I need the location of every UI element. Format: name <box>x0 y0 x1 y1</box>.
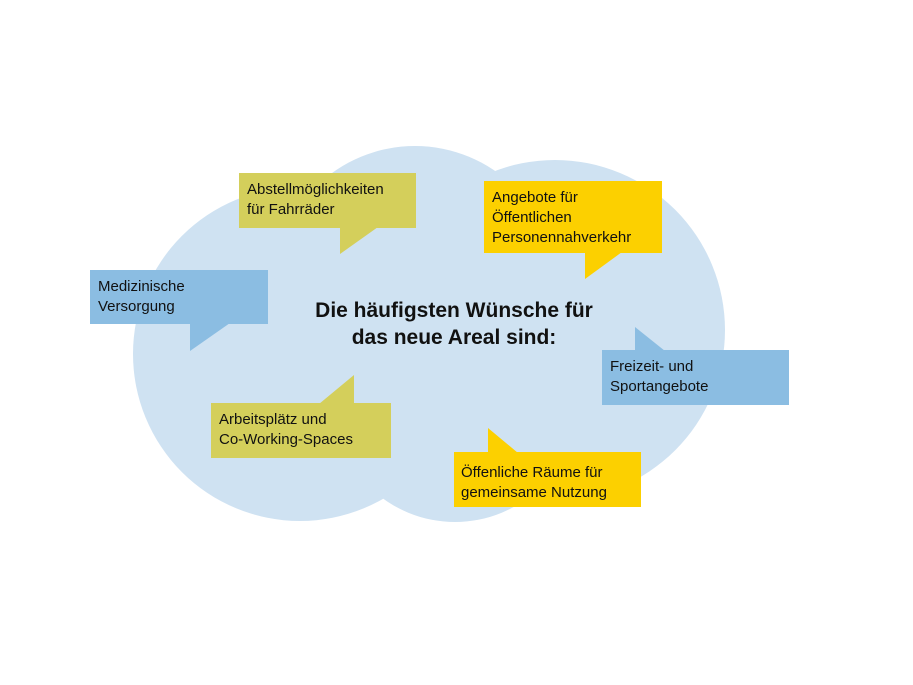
bubble-text-line: Öffentlichen <box>492 209 572 226</box>
bubble-freizeit <box>602 327 789 405</box>
bubble-text-line: für Fahrräder <box>247 201 335 218</box>
bubble-text-freizeit: Freizeit- und Sportangebote <box>610 357 708 397</box>
bubble-text-line: Co-Working-Spaces <box>219 431 353 448</box>
bubble-text-arbeit: Arbeitsplätz und Co-Working-Spaces <box>219 410 353 450</box>
bubble-fahrraeder <box>239 173 416 254</box>
bubble-text-line: Abstellmöglichkeiten <box>247 181 384 198</box>
bubble-text-oepnv: Angebote für Öffentlichen Personennahver… <box>492 188 631 248</box>
bubble-raeume <box>454 428 641 507</box>
bubble-text-fahrraeder: Abstellmöglichkeiten für Fahrräder <box>247 180 384 220</box>
title-line-2: das neue Areal sind: <box>351 326 557 349</box>
bubble-text-line: Personennahverkehr <box>492 229 632 246</box>
bubble-text-line: gemeinsame Nutzung <box>461 484 607 501</box>
bubble-text-raeume: Öffenliche Räume für gemeinsame Nutzung <box>461 463 607 503</box>
bubble-arbeit <box>211 375 391 458</box>
bubble-text-line: Versorgung <box>98 298 175 315</box>
bubble-medizin <box>90 270 268 351</box>
bubble-text-line: Sportangebote <box>610 378 709 395</box>
bubble-text-medizin: Medizinische Versorgung <box>98 277 185 317</box>
bubble-text-line: Freizeit- und <box>610 358 694 375</box>
bubble-text-line: Öffenliche Räume für <box>461 464 603 481</box>
diagram-title: Die häufigsten Wünsche für das neue Area… <box>254 297 654 351</box>
bubble-text-line: Angebote für <box>492 189 578 206</box>
bubble-text-line: Medizinische <box>98 278 185 295</box>
bubble-text-line: Arbeitsplätz und <box>219 411 327 428</box>
title-line-1: Die häufigsten Wünsche für <box>315 299 593 322</box>
bubble-oepnv <box>484 181 662 279</box>
